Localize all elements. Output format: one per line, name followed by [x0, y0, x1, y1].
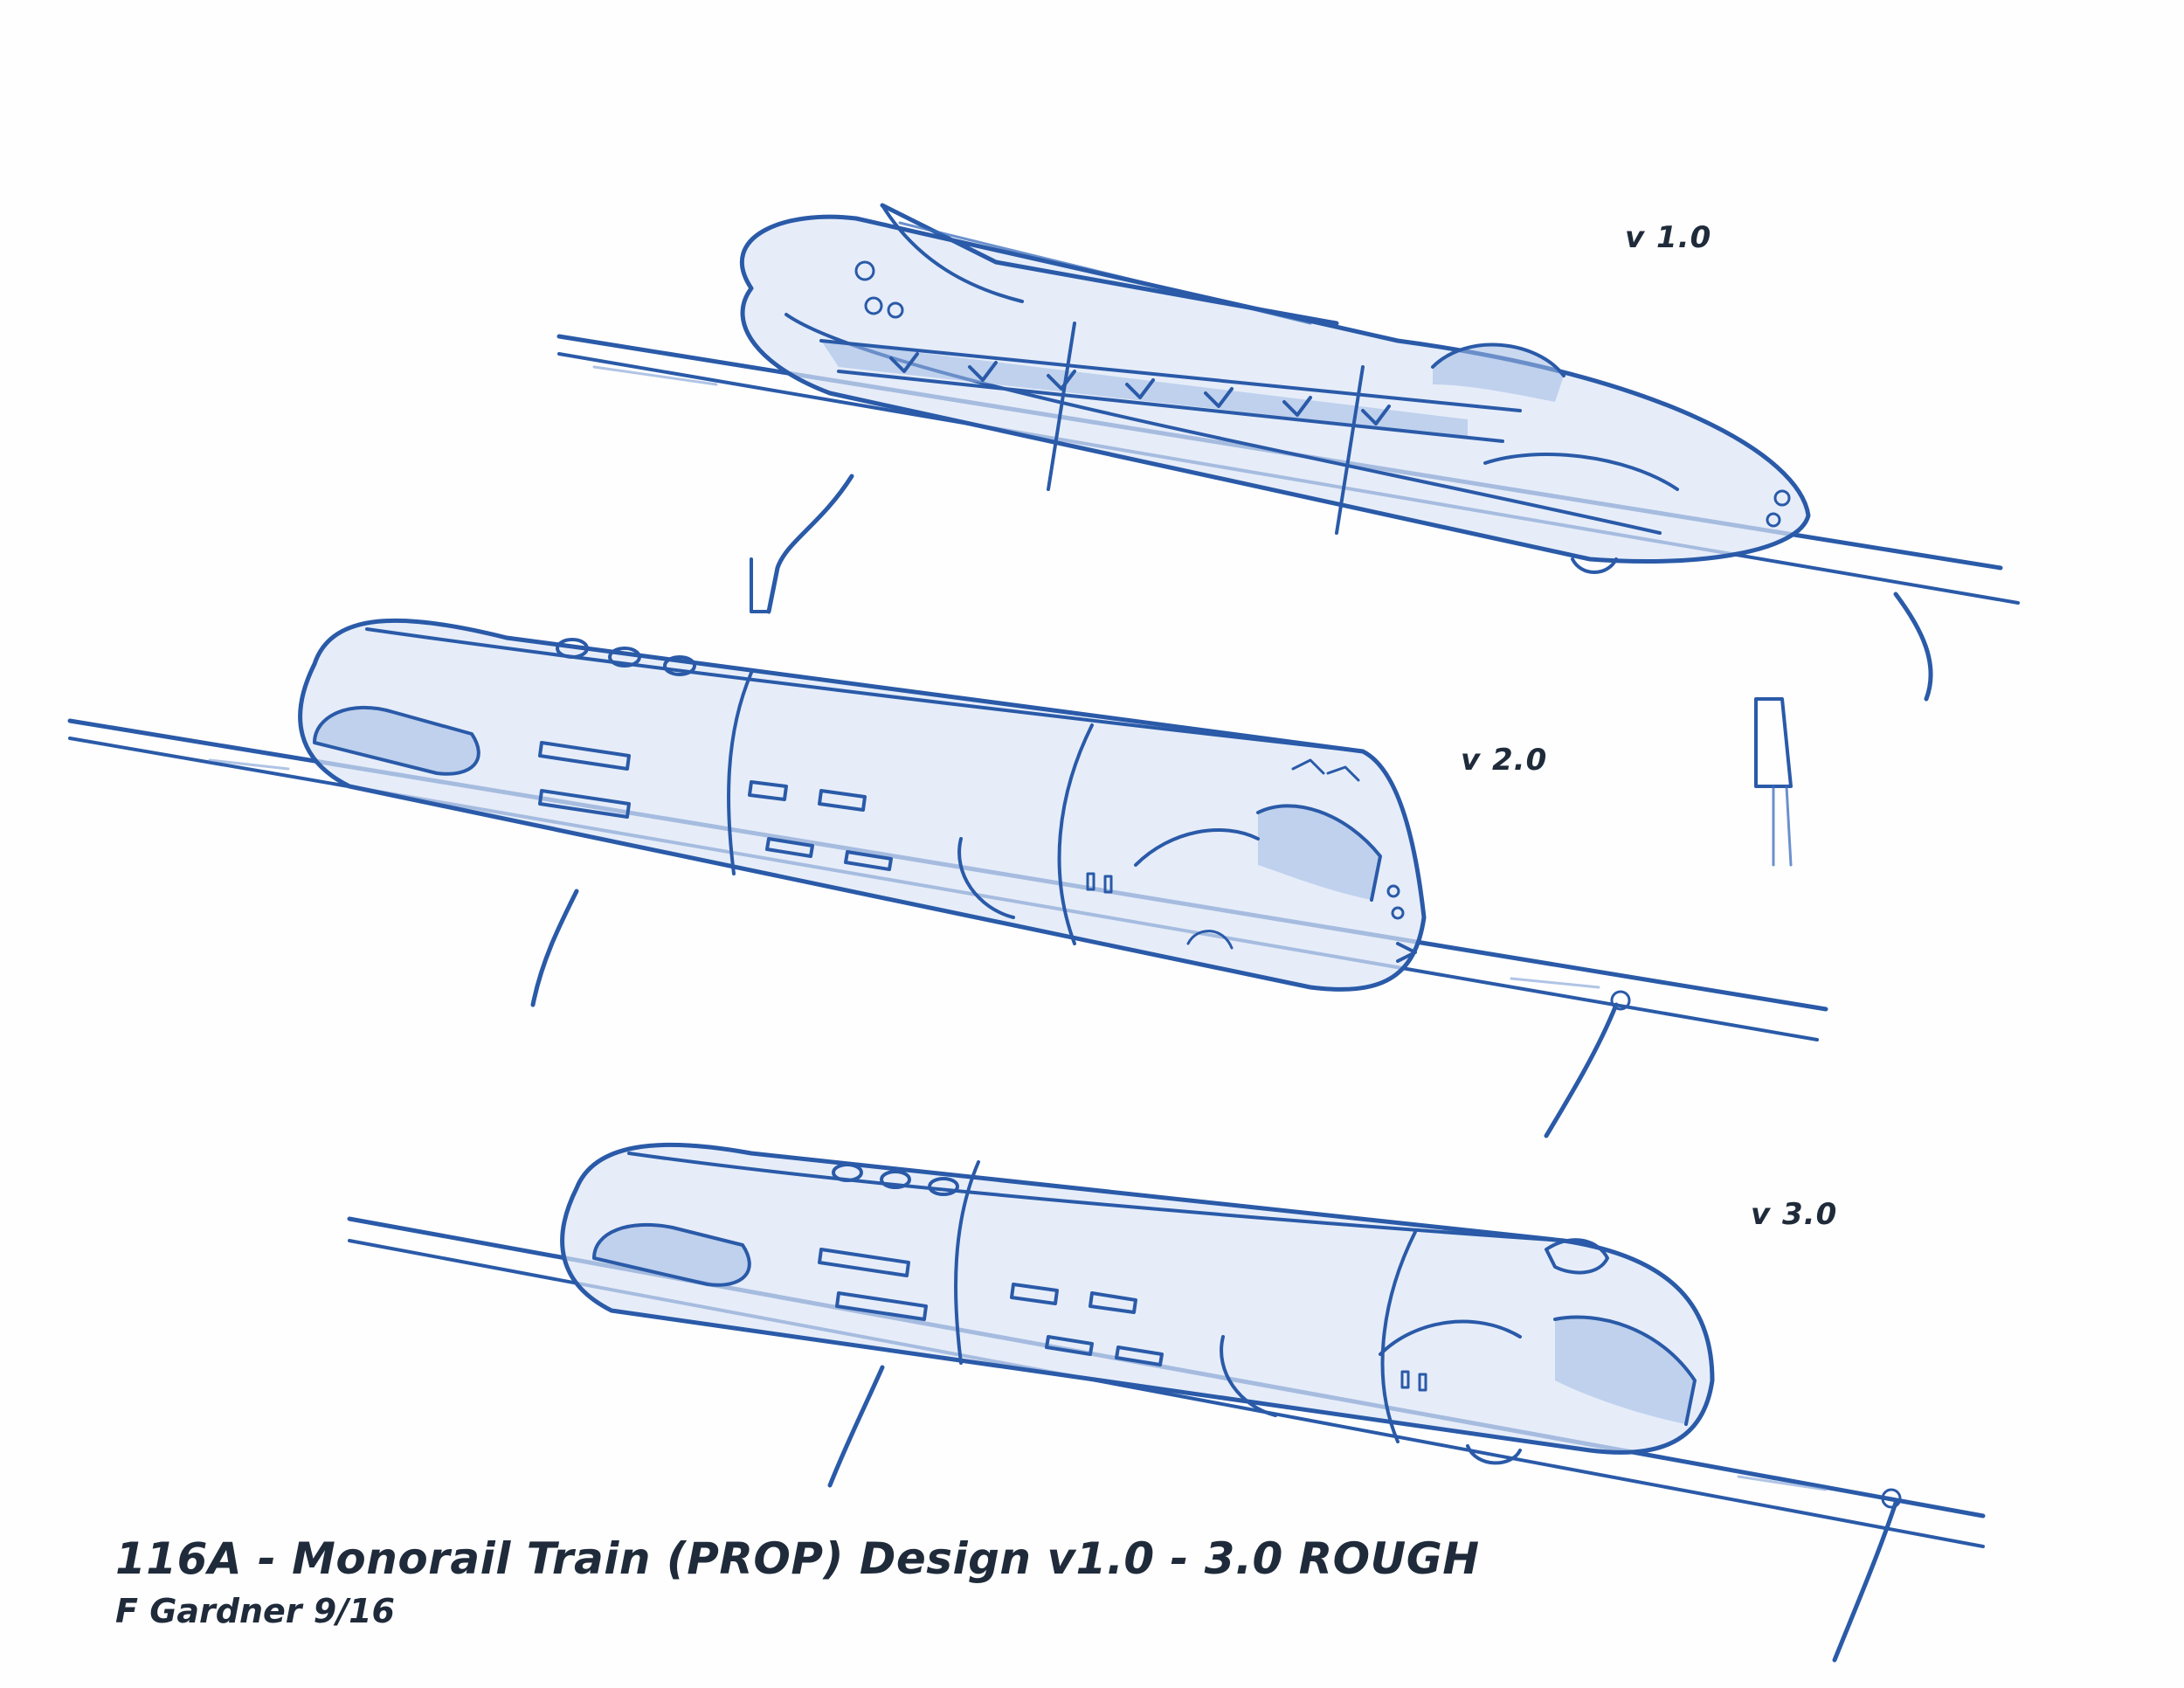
- version-label-v1: v 1.0: [1625, 220, 1712, 255]
- version-label-v3: v 3.0: [1751, 1197, 1838, 1232]
- train-v3-sketch: [347, 1142, 1986, 1663]
- sheet-title: 116A - Monorail Train (PROP) Design v1.0…: [115, 1533, 1480, 1584]
- artist-credit: F Gardner 9/16: [115, 1592, 395, 1630]
- train-v2-sketch: [67, 618, 1828, 1138]
- train-v1-sketch: [556, 203, 2020, 867]
- version-label-v2: v 2.0: [1461, 743, 1548, 778]
